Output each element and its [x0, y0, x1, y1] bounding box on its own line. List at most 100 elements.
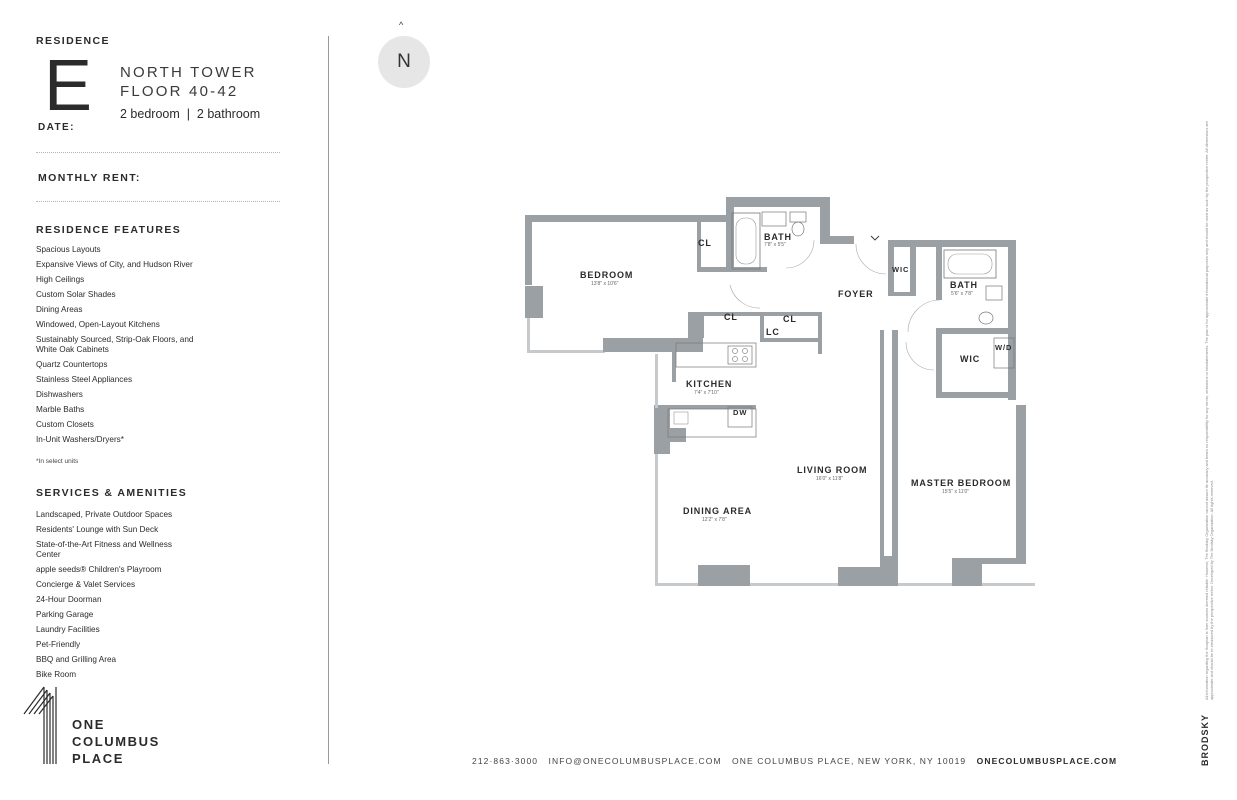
bathtub-basin [947, 253, 993, 275]
stove [727, 345, 753, 365]
feature-item: Quartz Countertops [36, 360, 108, 369]
wall-segment [936, 240, 942, 300]
amenity-item: Residents' Lounge with Sun Deck [36, 525, 159, 534]
residence-letter: E [44, 46, 93, 126]
date-label: DATE: [38, 122, 75, 133]
wall-segment [760, 338, 822, 342]
dishwasher-label: DW [733, 408, 747, 417]
room-kitchen: KITCHEN [686, 379, 732, 389]
amenities-heading: SERVICES & AMENITIES [36, 487, 188, 499]
kitchen-island [667, 408, 757, 438]
features-heading: RESIDENCE FEATURES [36, 224, 182, 236]
kitchen-counter [675, 342, 757, 368]
wall-gap [884, 330, 892, 556]
disclaimer-text: All information regarding the floorplan … [1204, 121, 1214, 700]
feature-item: Dishwashers [36, 390, 83, 399]
bathtub-basin [735, 217, 757, 265]
wall-segment [760, 316, 764, 340]
toilet-tank [789, 211, 807, 223]
wall-segment [888, 240, 894, 296]
footer-phone[interactable]: 212·863·3000 [472, 756, 539, 766]
entry-arrow-icon [870, 235, 880, 241]
amenity-item: Parking Garage [36, 610, 94, 619]
wall-segment [952, 558, 1026, 564]
wall-segment [1016, 405, 1026, 563]
logo-line-2: COLUMBUS [72, 734, 160, 749]
floor-plan: BEDROOM 13'8" x 10'6" BATH 7'8" x 5'5" C… [525, 197, 1035, 586]
wall-segment [525, 215, 532, 285]
feature-item: High Ceilings [36, 275, 85, 284]
feature-item: Dining Areas [36, 305, 83, 314]
logo-wordmark: ONE COLUMBUS PLACE [72, 716, 160, 767]
wall-segment [698, 565, 750, 586]
wall-segment [726, 197, 734, 272]
north-compass: N [378, 36, 430, 88]
door-swing [905, 341, 935, 371]
wall-segment [726, 197, 830, 207]
feature-item: Windowed, Open-Layout Kitchens [36, 320, 160, 329]
room-bath-2-dim: 5'6" x 7'8" [951, 291, 973, 297]
feature-item: Custom Closets [36, 420, 94, 429]
door-swing [729, 284, 761, 309]
room-kitchen-dim: 7'4" x 7'10" [694, 390, 719, 396]
brand-name: BRODSKY [1200, 713, 1210, 766]
window-segment [527, 318, 530, 352]
footer-email[interactable]: INFO@ONECOLUMBUSPLACE.COM [548, 756, 722, 766]
amenity-item: Pet-Friendly [36, 640, 81, 649]
logo-line-3: PLACE [72, 751, 125, 766]
wall-segment [525, 215, 728, 222]
amenity-item: Laundry Facilities [36, 625, 100, 634]
wall-segment [818, 312, 822, 354]
wall-segment [936, 392, 1016, 398]
wall-segment [936, 328, 942, 396]
logo-mark-icon [23, 686, 57, 764]
wall-segment [697, 267, 767, 272]
disclaimer: All information regarding the floorplan … [1204, 100, 1223, 700]
logo-line-1: ONE [72, 717, 105, 732]
rent-line [36, 201, 280, 202]
room-dining-dim: 12'2" x 7'8" [702, 517, 727, 523]
wall-segment [936, 328, 1016, 334]
floor-plan-walls [525, 197, 1035, 586]
feature-item: Custom Solar Shades [36, 290, 116, 299]
floor-range: FLOOR 40-42 [120, 83, 239, 100]
amenity-item: Bike Room [36, 670, 77, 679]
amenity-item: 24-Hour Doorman [36, 595, 102, 604]
toilet-bowl [978, 311, 994, 325]
burner [742, 348, 748, 354]
feature-item: Marble Baths [36, 405, 85, 414]
sink [761, 211, 787, 227]
features-footnote: *In select units [36, 458, 79, 465]
amenity-item: State-of-the-Art Fitness and Wellness Ce… [36, 540, 172, 559]
feature-item: In-Unit Washers/Dryers* [36, 435, 124, 444]
burner [732, 348, 738, 354]
room-closet-1: CL [698, 238, 712, 248]
room-master-bedroom-dim: 15'5" x 11'0" [942, 489, 969, 495]
footer-website[interactable]: ONECOLUMBUSPLACE.COM [976, 756, 1118, 766]
wall-segment [654, 405, 670, 454]
wall-segment [910, 240, 916, 296]
wall-segment [654, 405, 756, 409]
room-foyer: FOYER [838, 289, 874, 299]
wall-segment [820, 236, 854, 244]
kitchen-sink [673, 411, 689, 425]
amenity-item: BBQ and Grilling Area [36, 655, 117, 664]
room-dining: DINING AREA [683, 506, 752, 516]
wall-segment [697, 222, 701, 272]
feature-item: Spacious Layouts [36, 245, 101, 254]
door-swing [785, 239, 815, 269]
tower-floor: NORTH TOWER FLOOR 40-42 [120, 63, 257, 101]
burner [732, 356, 738, 362]
tower-name: NORTH TOWER [120, 64, 257, 81]
bathtub [731, 212, 761, 270]
wall-segment [888, 240, 1016, 247]
wall-segment [525, 286, 543, 318]
sidebar-divider [328, 36, 329, 764]
wall-segment [952, 558, 982, 586]
wall-segment [670, 428, 686, 442]
sink [985, 285, 1003, 301]
date-line [36, 152, 280, 153]
wall-segment [688, 312, 704, 338]
